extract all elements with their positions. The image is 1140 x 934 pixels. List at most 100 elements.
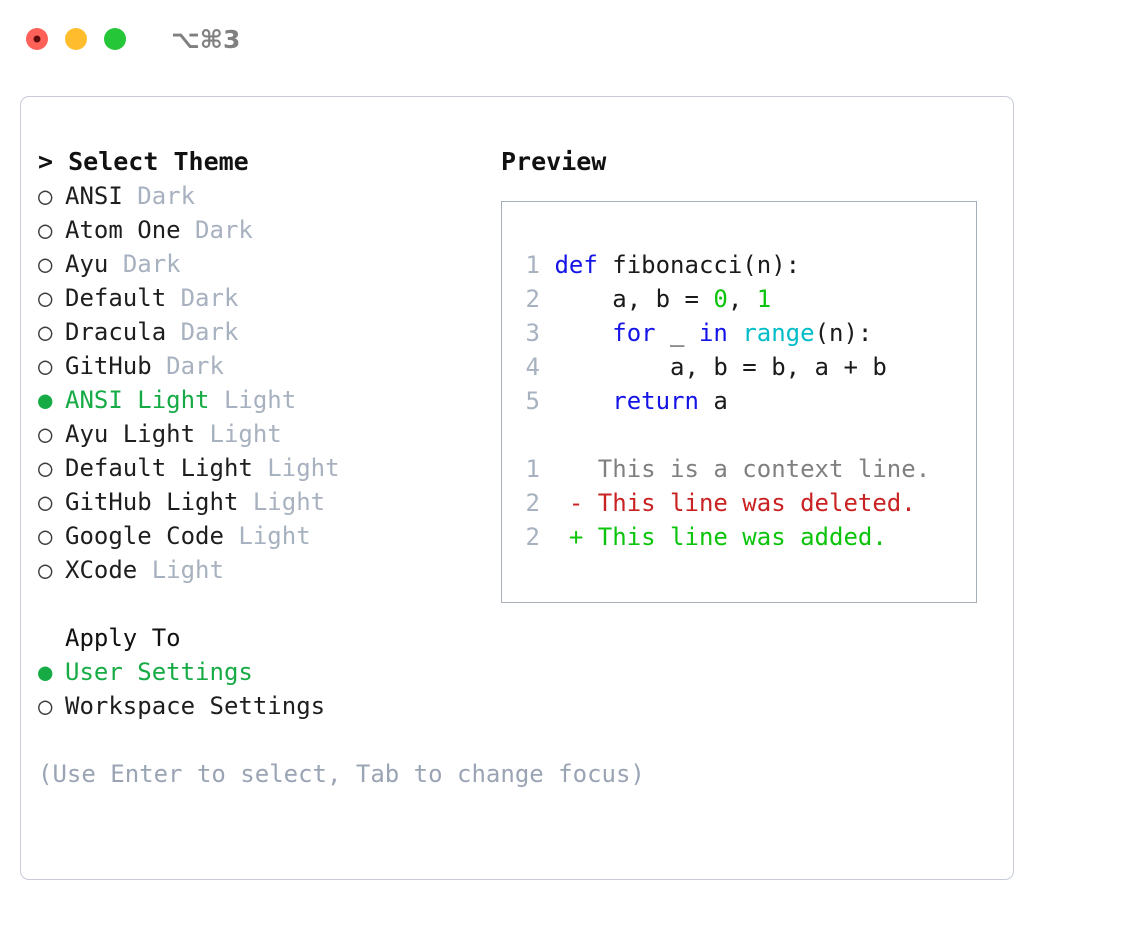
code-line: 2 a, b = 0, 1 bbox=[516, 282, 976, 316]
theme-option-github[interactable]: ○ GitHub Dark bbox=[38, 349, 488, 383]
theme-option-default[interactable]: ○ Default Dark bbox=[38, 281, 488, 315]
content-panel: > Select Theme ○ANSI Dark○Atom One Dark○… bbox=[20, 96, 1014, 880]
theme-option-separator bbox=[123, 182, 137, 210]
code-line-number: 1 bbox=[525, 251, 540, 279]
code-token-keyword: for bbox=[612, 319, 656, 347]
apply-to-option-user-settings[interactable]: ● User Settings bbox=[38, 655, 488, 689]
diff-line-text: This line was added. bbox=[583, 523, 887, 551]
code-token-plain bbox=[728, 319, 742, 347]
diff-marker-deleted: - bbox=[568, 489, 584, 517]
radio-selected-icon: ● bbox=[38, 386, 53, 414]
code-token-plain: a, b = bbox=[554, 285, 714, 313]
theme-option-separator bbox=[108, 250, 122, 278]
diff-sample: 1 This is a context line.2 - This line w… bbox=[516, 452, 976, 554]
theme-option-variant: Dark bbox=[122, 250, 181, 278]
theme-option-atom-one[interactable]: ○ Atom One Dark bbox=[38, 213, 488, 247]
theme-option-separator bbox=[152, 352, 166, 380]
radio-unselected-icon: ○ bbox=[38, 216, 53, 244]
code-line: 4 a, b = b, a + b bbox=[516, 350, 976, 384]
theme-option-variant: Dark bbox=[195, 216, 253, 244]
diff-marker-added: + bbox=[568, 523, 584, 551]
code-line: 1 def fibonacci(n): bbox=[516, 248, 976, 282]
diff-gutter-space bbox=[540, 455, 569, 483]
theme-option-variant: Dark bbox=[137, 182, 196, 210]
apply-to-option-label: User Settings bbox=[65, 658, 253, 686]
radio-unselected-icon: ○ bbox=[38, 352, 53, 380]
code-token-plain bbox=[554, 387, 612, 415]
diff-marker-context bbox=[569, 455, 583, 483]
code-token-function: range bbox=[742, 319, 815, 347]
radio-unselected-icon: ○ bbox=[38, 420, 53, 448]
diff-line-deleted: 2 - This line was deleted. bbox=[516, 486, 976, 520]
theme-option-google-code[interactable]: ○Google Code Light bbox=[38, 519, 488, 553]
radio-unselected-icon: ○ bbox=[38, 692, 53, 720]
apply-to-option-workspace-settings[interactable]: ○ Workspace Settings bbox=[38, 689, 488, 723]
close-window-button[interactable] bbox=[26, 28, 48, 50]
theme-option-name: Google Code bbox=[65, 522, 224, 550]
code-gutter-space bbox=[540, 387, 554, 415]
theme-option-ayu-light[interactable]: ○Ayu Light Light bbox=[38, 417, 488, 451]
theme-option-name: Dracula bbox=[65, 318, 167, 346]
radio-unselected-icon: ○ bbox=[38, 488, 53, 516]
radio-unselected-icon: ○ bbox=[38, 284, 53, 312]
theme-option-name: Default bbox=[65, 284, 167, 312]
theme-option-variant: Light bbox=[267, 454, 340, 482]
theme-option-variant: Dark bbox=[180, 284, 239, 312]
radio-unselected-icon: ○ bbox=[38, 556, 53, 584]
code-line-number: 3 bbox=[525, 319, 540, 347]
theme-option-variant: Light bbox=[151, 556, 224, 584]
diff-gutter-space bbox=[540, 489, 569, 517]
diff-line-text: This line was deleted. bbox=[583, 489, 916, 517]
theme-option-separator bbox=[210, 386, 224, 414]
code-token-number: 0 bbox=[713, 285, 728, 313]
code-line-number: 2 bbox=[525, 285, 540, 313]
preview-gap bbox=[516, 418, 976, 452]
theme-option-github-light[interactable]: ○GitHub Light Light bbox=[38, 485, 488, 519]
code-gutter-space bbox=[540, 353, 554, 381]
code-line: 5 return a bbox=[516, 384, 976, 418]
theme-option-separator bbox=[137, 556, 151, 584]
code-token-keyword: in bbox=[698, 319, 728, 347]
theme-option-separator bbox=[195, 420, 209, 448]
theme-option-separator bbox=[224, 522, 238, 550]
theme-option-variant: Dark bbox=[166, 352, 224, 380]
diff-line-number: 2 bbox=[525, 489, 540, 517]
code-token-plain: fibonacci(n): bbox=[612, 251, 801, 279]
radio-unselected-icon: ○ bbox=[38, 250, 53, 278]
radio-unselected-icon: ○ bbox=[38, 318, 53, 346]
zoom-window-button[interactable] bbox=[104, 28, 126, 50]
minimize-window-button[interactable] bbox=[65, 28, 87, 50]
code-token-plain: , bbox=[727, 285, 757, 313]
theme-option-variant: Light bbox=[223, 386, 297, 414]
diff-gutter-space bbox=[540, 523, 569, 551]
code-token-plain bbox=[554, 319, 612, 347]
code-line-number: 5 bbox=[525, 387, 540, 415]
theme-list: ○ANSI Dark○Atom One Dark○Ayu Dark○Defaul… bbox=[38, 179, 488, 587]
theme-option-name: XCode bbox=[65, 556, 138, 584]
window-title: ⌥⌘3 bbox=[171, 24, 241, 54]
theme-option-name: GitHub Light bbox=[65, 488, 239, 516]
theme-option-variant: Dark bbox=[180, 318, 239, 346]
theme-option-name: Default Light bbox=[65, 454, 253, 482]
theme-option-name: GitHub bbox=[65, 352, 152, 380]
window-titlebar: ⌥⌘3 bbox=[0, 0, 1140, 78]
theme-option-variant: Light bbox=[238, 522, 311, 550]
theme-option-ansi[interactable]: ○ANSI Dark bbox=[38, 179, 488, 213]
theme-option-ansi-light[interactable]: ● ANSI Light Light bbox=[38, 383, 488, 417]
theme-option-default-light[interactable]: ○Default Light Light bbox=[38, 451, 488, 485]
theme-option-name: Ayu Light bbox=[65, 420, 196, 448]
traffic-light-controls bbox=[26, 28, 126, 50]
theme-option-name: ANSI Light bbox=[65, 386, 210, 414]
radio-unselected-icon: ○ bbox=[38, 182, 53, 210]
theme-option-name: Atom One bbox=[65, 216, 181, 244]
radio-selected-icon: ● bbox=[38, 658, 53, 686]
theme-option-xcode[interactable]: ○ XCode Light bbox=[38, 553, 488, 587]
diff-line-text: This is a context line. bbox=[583, 455, 931, 483]
theme-option-ayu[interactable]: ○Ayu Dark bbox=[38, 247, 488, 281]
code-token-plain: (n): bbox=[814, 319, 873, 347]
theme-option-dracula[interactable]: ○ Dracula Dark bbox=[38, 315, 488, 349]
apply-to-option-label: Workspace Settings bbox=[65, 692, 326, 720]
code-gutter-space bbox=[540, 251, 554, 279]
